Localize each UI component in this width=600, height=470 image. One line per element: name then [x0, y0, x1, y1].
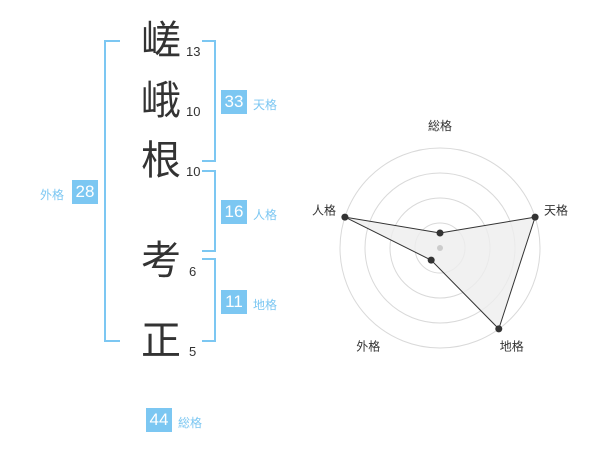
radar-point-5	[341, 213, 349, 221]
radar-axis-label: 人格	[312, 202, 336, 217]
radar-center-point	[437, 245, 443, 251]
stroke-count-3: 10	[186, 164, 201, 179]
gaikaku-label: 外格	[40, 188, 65, 202]
tenkaku-label: 天格	[253, 98, 278, 112]
stroke-count-5: 5	[189, 344, 197, 359]
radar-grid-ring	[339, 147, 541, 349]
radar-axis-label: 外格	[356, 339, 380, 354]
gaikaku-score: 28	[72, 180, 98, 204]
radar-axis-label: 地格	[500, 339, 524, 354]
jinkaku-score: 16	[221, 200, 247, 224]
name-char-3: 根	[141, 138, 181, 184]
tenkaku-bracket	[202, 40, 216, 162]
radar-point-4	[427, 256, 435, 264]
radar-point-3	[495, 325, 503, 333]
stroke-count-1: 13	[186, 44, 201, 59]
soukaku-score: 44	[146, 408, 172, 432]
jinkaku-bracket	[202, 170, 216, 252]
radar-series-area	[344, 216, 536, 330]
stroke-count-2: 10	[186, 104, 201, 119]
chikaku-score: 11	[221, 290, 247, 314]
name-char-5: 正	[141, 318, 181, 364]
tenkaku-score: 33	[221, 90, 247, 114]
name-char-4: 考	[141, 238, 181, 284]
radar-axis-label: 総格	[428, 118, 452, 133]
chikaku-label: 地格	[253, 298, 278, 312]
radar-point-1	[436, 229, 444, 237]
jinkaku-label: 人格	[253, 208, 278, 222]
soukaku-label: 総格	[178, 416, 203, 430]
radar-axis-label: 天格	[544, 202, 568, 217]
radar-point-2	[531, 213, 539, 221]
name-char-1: 嵯	[141, 18, 181, 64]
gaikaku-bracket	[104, 40, 120, 342]
chikaku-bracket	[202, 258, 216, 342]
stroke-count-4: 6	[189, 264, 197, 279]
name-char-2: 峨	[141, 78, 181, 124]
